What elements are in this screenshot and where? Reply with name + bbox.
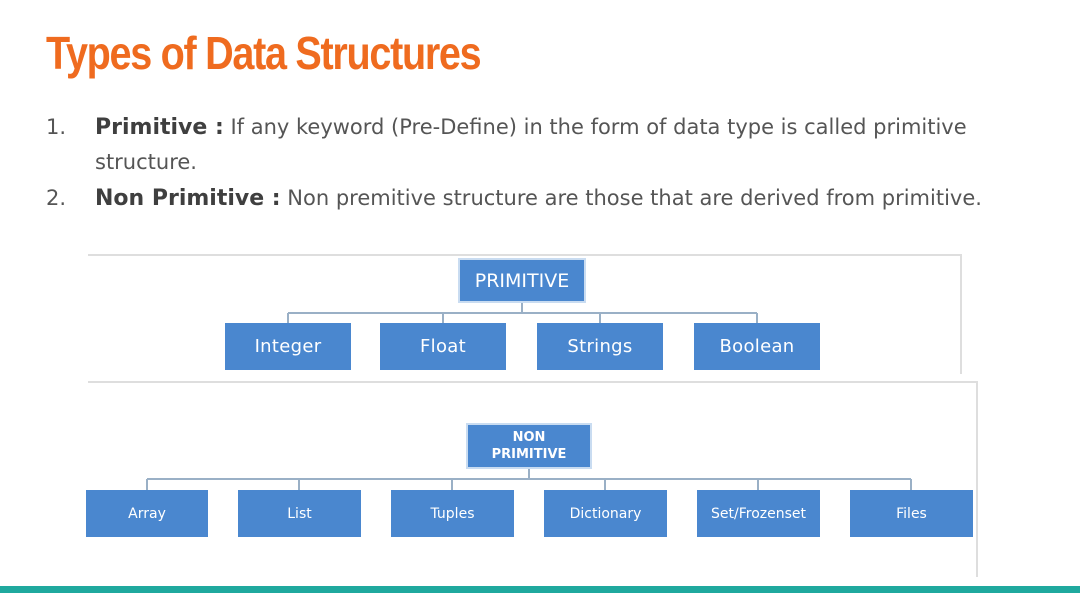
list-number: 2. [46,186,67,210]
bottom-accent-bar [0,586,1080,593]
list-item-primitive: 1. Primitive : If any keyword (Pre-Defin… [46,110,1046,179]
node-non-primitive-line2: PRIMITIVE [491,447,567,462]
node-integer: Integer [225,323,351,370]
primitive-connectors [287,303,758,323]
frame-right-border-lower [976,381,978,577]
non-primitive-connectors [146,469,912,490]
node-strings: Strings [537,323,663,370]
node-dictionary: Dictionary [544,490,667,537]
list-item-non-primitive: 2. Non Primitive : Non premitive structu… [46,181,1046,216]
term-primitive: Primitive : [95,115,224,140]
definition-non-primitive: Non premitive structure are those that a… [280,186,982,210]
node-boolean: Boolean [694,323,820,370]
node-non-primitive-line1: NON [512,430,546,445]
frame-right-border [960,254,962,374]
node-list: List [238,490,361,537]
slide-title: Types of Data Structures [46,27,482,79]
node-non-primitive-root: NON PRIMITIVE [466,423,592,469]
node-primitive-root: PRIMITIVE [458,258,586,303]
definition-primitive: If any keyword (Pre-Define) in the form … [95,115,967,174]
list-number: 1. [46,115,67,139]
node-set-frozenset: Set/Frozenset [697,490,820,537]
frame-top-border [88,254,962,256]
node-tuples: Tuples [391,490,514,537]
frame-divider [88,381,978,383]
node-array: Array [86,490,208,537]
node-files: Files [850,490,973,537]
term-non-primitive: Non Primitive : [95,186,281,211]
node-float: Float [380,323,506,370]
